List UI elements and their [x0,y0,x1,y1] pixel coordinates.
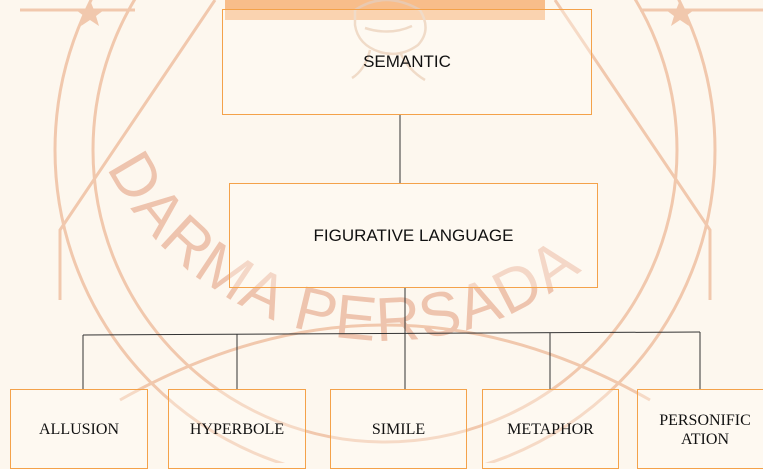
seal-star-right [666,0,694,26]
leaf-node-metaphor: METAPHOR [482,389,619,469]
connector-horizontal-bar [82,331,701,336]
seal-emblem [351,0,427,82]
leaf-node-allusion: ALLUSION [10,389,148,469]
leaf-node-hyperbole: HYPERBOLE [168,389,306,469]
seal-star-left [76,0,104,26]
leaf-label: HYPERBOLE [189,420,285,438]
node-label: SEMANTIC [363,52,451,71]
leaf-node-personification: PERSONIFICATION [637,389,763,469]
node-label: FIGURATIVE LANGUAGE [313,225,514,245]
leaf-label: PERSONIFICATION [659,412,751,448]
leaf-label: METAPHOR [507,420,594,438]
node-figurative-language: FIGURATIVE LANGUAGE [229,183,598,288]
seal-banner [225,0,545,20]
leaf-label: SIMILE [371,420,426,438]
node-semantic: SEMANTIC [222,9,592,115]
leaf-node-simile: SIMILE [330,389,467,469]
leaf-label: ALLUSION [39,420,119,438]
